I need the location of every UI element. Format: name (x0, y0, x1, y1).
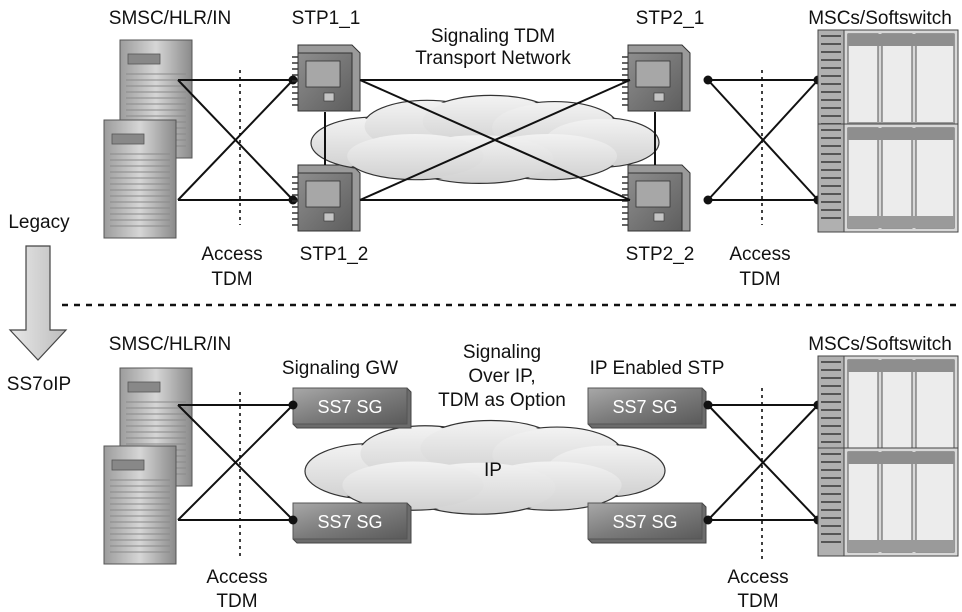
link-mesh-2 (359, 79, 631, 201)
signaling-gw-label: Signaling GW (282, 358, 398, 379)
stp1_1-label: STP1_1 (292, 8, 361, 29)
stp1_2-node (291, 164, 361, 232)
sg-box-right-bottom (587, 502, 707, 544)
center-note-line1: Signaling (463, 342, 541, 363)
tdm-label-left-top: TDM (211, 269, 252, 290)
sg-box-label: SS7 SG (612, 512, 677, 532)
legacy-label: Legacy (8, 212, 70, 233)
stp2_1-label: STP2_1 (636, 8, 705, 29)
stp2_2-label: STP2_2 (626, 244, 695, 265)
port-dot (288, 195, 298, 205)
port-dot (288, 515, 298, 525)
msc-rack-front (817, 123, 959, 233)
port-dot (288, 75, 298, 85)
port-dot (703, 195, 713, 205)
ip-cloud (304, 419, 666, 515)
tdm-label-right-bottom: TDM (737, 591, 778, 612)
sg-box-label: SS7 SG (317, 397, 382, 417)
smsc-label-top: SMSC/HLR/IN (109, 8, 231, 29)
cloud-title-line2: Transport Network (415, 48, 571, 69)
stp2_1-node (621, 44, 691, 112)
port-dot (288, 400, 298, 410)
access-label-left-top: Access (201, 244, 262, 265)
ss7oip-label: SS7oIP (7, 374, 71, 395)
sg-box-label: SS7 SG (317, 512, 382, 532)
stp2_2-node (621, 164, 691, 232)
port-dot (703, 515, 713, 525)
link-stp2-msc-cross-2 (707, 79, 819, 201)
sg-box-label: SS7 SG (612, 397, 677, 417)
link-srv-stp-cross-2 (177, 79, 294, 201)
cloud-title-line1: Signaling TDM (431, 26, 555, 47)
access-label-right-bottom: Access (727, 567, 788, 588)
smsc-server-front-bottom (103, 445, 177, 565)
msc-rack-back (817, 29, 959, 139)
port-dot (703, 400, 713, 410)
sg-box-left-bottom (292, 502, 412, 544)
msc-label-bottom: MSCs/Softswitch (808, 334, 952, 355)
center-note-line2: Over IP, (468, 366, 535, 387)
msc-label-top: MSCs/Softswitch (808, 8, 952, 29)
link-sg-msc-cross-2 (707, 404, 819, 521)
migration-arrow (8, 245, 68, 361)
ip-cloud-label: IP (484, 460, 502, 481)
sg-box-left-top (292, 387, 412, 429)
stp1_2-label: STP1_2 (300, 244, 369, 265)
msc-rack-front-bottom (817, 447, 959, 557)
smsc-label-bottom: SMSC/HLR/IN (109, 334, 231, 355)
tdm-label-right-top: TDM (739, 269, 780, 290)
access-label-right-top: Access (729, 244, 790, 265)
center-note-line3: TDM as Option (438, 390, 566, 411)
stp1_1-node (291, 44, 361, 112)
port-dot (703, 75, 713, 85)
tdm-transport-cloud (310, 94, 660, 185)
sg-box-right-top (587, 387, 707, 429)
smsc-server-front (103, 119, 177, 239)
link-srv-sg-cross-2 (177, 404, 294, 521)
tdm-label-left-bottom: TDM (216, 591, 257, 612)
access-label-left-bottom: Access (206, 567, 267, 588)
ip-enabled-stp-label: IP Enabled STP (590, 358, 725, 379)
